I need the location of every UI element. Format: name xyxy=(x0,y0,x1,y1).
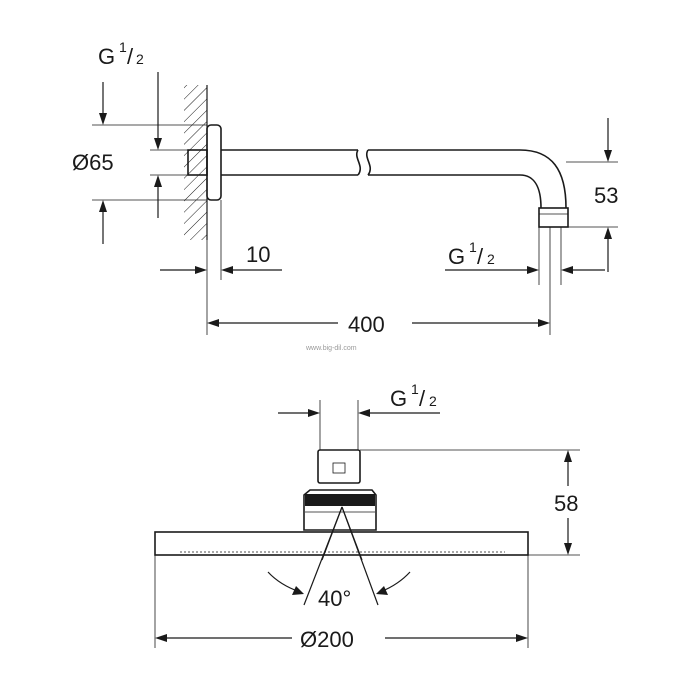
head-ball-joint-band xyxy=(305,494,375,506)
length-arrowhead-right xyxy=(538,319,550,327)
outlet-thread-label-slash: / xyxy=(477,244,484,269)
head-thread-label-main: G xyxy=(390,386,407,411)
head-thread-label-num: 1 xyxy=(411,381,419,397)
arm-length-dimension: 400 xyxy=(207,227,551,337)
head-thread-label-slash: / xyxy=(419,386,426,411)
height-arrowhead-top xyxy=(564,450,572,462)
swivel-arrowhead-right xyxy=(376,586,388,595)
head-thread-label-den: 2 xyxy=(429,393,437,409)
drop-arrowhead-top xyxy=(604,150,612,162)
head-thread-arrowhead-right xyxy=(358,409,370,417)
flange-dim-arrowhead-bottom xyxy=(99,200,107,212)
swivel-line-left-inner xyxy=(321,506,343,561)
thread-dim-arrowhead-bottom xyxy=(154,175,162,187)
flange-offset-label: 10 xyxy=(246,242,270,267)
wall-flange xyxy=(206,124,222,201)
watermark-text: www.big-dil.com xyxy=(305,345,357,352)
drop-height-dimension: 53 xyxy=(566,118,618,272)
swivel-angle-label: 40° xyxy=(318,586,351,611)
flange-diameter-dimension: Ø65 xyxy=(72,82,207,244)
thread-dim-arrowhead-top xyxy=(154,138,162,150)
wall-thread-label-main: G xyxy=(98,44,115,69)
outlet-thread-dimension: G 1 / 2 xyxy=(445,227,605,285)
swivel-line-right-inner xyxy=(341,506,363,561)
shower-head-view: 40° G 1 / 2 58 xyxy=(154,381,580,652)
head-diameter-dimension: Ø200 xyxy=(154,555,529,652)
arm-length-label: 400 xyxy=(348,312,385,337)
arm-break-left xyxy=(356,149,362,176)
arm-outlet-nut xyxy=(538,207,569,228)
head-diameter-label: Ø200 xyxy=(300,627,354,652)
drop-arrowhead-bottom xyxy=(604,227,612,239)
outlet-thread-label-den: 2 xyxy=(487,251,495,267)
flange-dim-arrowhead-top xyxy=(99,113,107,125)
drop-height-label: 53 xyxy=(594,183,618,208)
head-thread-dimension: G 1 / 2 xyxy=(278,381,440,450)
arm-break-right xyxy=(366,149,372,176)
outlet-thread-label-num: 1 xyxy=(469,239,477,255)
wall-hatch xyxy=(184,85,207,240)
diameter-arrowhead-right xyxy=(516,634,528,642)
head-height-dimension: 58 xyxy=(360,449,580,556)
outlet-arrowhead-right xyxy=(561,266,573,274)
flange-offset-dimension: 10 xyxy=(160,200,282,335)
head-ball-joint xyxy=(303,489,377,531)
arm-bend-inner xyxy=(519,174,542,209)
offset-arrowhead-left xyxy=(195,266,207,274)
arm-bend-outer xyxy=(519,149,567,209)
head-connector-nut-notch xyxy=(332,462,346,474)
offset-arrowhead-right xyxy=(221,266,233,274)
length-arrowhead-left xyxy=(207,319,219,327)
wall-thread-label-slash: / xyxy=(127,44,134,69)
flange-diameter-label: Ø65 xyxy=(72,150,114,175)
wall-thread-label-den: 2 xyxy=(136,51,144,67)
height-arrowhead-bottom xyxy=(564,543,572,555)
head-connector-nut xyxy=(317,449,361,484)
head-thread-arrowhead-left xyxy=(308,409,320,417)
outlet-thread-label-main: G xyxy=(448,244,465,269)
outlet-arrowhead-left xyxy=(527,266,539,274)
diameter-arrowhead-left xyxy=(155,634,167,642)
swivel-arrowhead-left xyxy=(292,586,304,595)
shower-arm-view: Ø65 G 1 / 2 10 xyxy=(72,39,618,337)
wall-thread-label-num: 1 xyxy=(119,39,127,55)
head-height-label: 58 xyxy=(554,491,578,516)
head-plate xyxy=(154,531,529,556)
wall-thread-dimension: G 1 / 2 xyxy=(98,39,188,218)
